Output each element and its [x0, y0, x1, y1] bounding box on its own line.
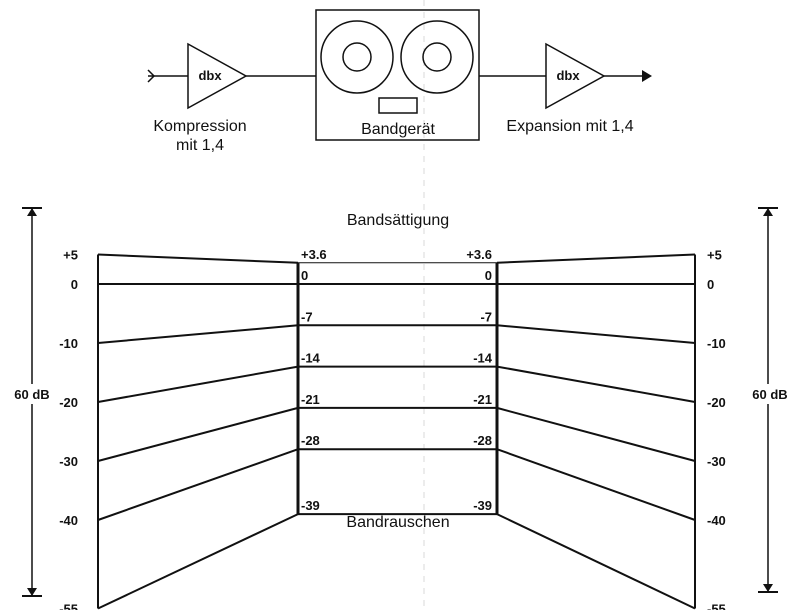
- outer-level-label-left: -40: [59, 513, 78, 528]
- compression-level-line: [97, 513, 299, 610]
- range-label-right: 60 dB: [752, 387, 787, 402]
- input-arrow-icon: [147, 69, 156, 83]
- outer-level-label-right: -40: [707, 513, 726, 528]
- expansion-level-line: [496, 448, 696, 521]
- range-left-arrow-up-icon: [27, 208, 37, 216]
- right-reel-icon: [400, 20, 474, 94]
- compressor-triangle-icon: [187, 42, 248, 110]
- expander-label: dbx: [556, 68, 580, 83]
- outer-level-label-right: -30: [707, 454, 726, 469]
- outer-level-label-right: +5: [707, 248, 722, 263]
- inner-level-label-left: -21: [301, 392, 320, 407]
- outer-level-label-right: -20: [707, 395, 726, 410]
- compressor-label: dbx: [198, 68, 222, 83]
- compression-level-line: [97, 448, 299, 521]
- right-reel-hub-icon: [422, 42, 452, 72]
- signal-chain: dbx Bandgerät dbx Kompression mit 1,4 Ex…: [147, 9, 652, 154]
- inner-level-label-left: -14: [301, 351, 321, 366]
- outer-level-label-right: -10: [707, 336, 726, 351]
- tape-caption: Bandgerät: [361, 121, 435, 138]
- tape-saturation-label: Bandsättigung: [347, 212, 449, 229]
- expansion-level-line: [496, 253, 696, 264]
- range-right-arrow-up-icon: [763, 208, 773, 216]
- range-left-arrow-down-icon: [27, 588, 37, 596]
- left-reel-icon: [320, 20, 394, 94]
- tape-noise-label: Bandrauschen: [346, 514, 449, 531]
- range-label-left-bg: [6, 384, 62, 404]
- outer-level-label-left: -55: [59, 602, 78, 610]
- left-reel-hub-icon: [342, 42, 372, 72]
- inner-level-label-right: -28: [473, 433, 492, 448]
- expansion-level-line: [496, 406, 696, 462]
- outer-level-label-right: 0: [707, 277, 714, 292]
- outer-level-label-left: -10: [59, 336, 78, 351]
- outer-level-label-left: -20: [59, 395, 78, 410]
- inner-level-label-right: +3.6: [466, 247, 492, 262]
- expander-triangle-icon: [545, 42, 606, 110]
- outer-level-label-left: +5: [63, 248, 78, 263]
- inner-level-label-left: 0: [301, 268, 308, 283]
- tape-recorder-box: [315, 9, 480, 141]
- inner-level-label-right: -21: [473, 392, 492, 407]
- expansion-level-line: [496, 324, 696, 344]
- inner-level-label-right: -14: [473, 351, 493, 366]
- output-arrow-icon: [642, 70, 652, 82]
- range-label-right-bg: [742, 384, 798, 404]
- outer-level-label-left: 0: [71, 277, 78, 292]
- inner-level-label-right: -39: [473, 498, 492, 513]
- compression-caption-line1: Kompression: [153, 118, 246, 135]
- tape-head-icon: [378, 97, 418, 114]
- inner-level-label-right: 0: [485, 268, 492, 283]
- expansion-caption: Expansion mit 1,4: [506, 118, 633, 135]
- inner-level-label-left: +3.6: [301, 247, 327, 262]
- outer-level-label-right: -55: [707, 602, 726, 610]
- expansion-level-line: [496, 513, 696, 610]
- compression-level-line: [97, 365, 299, 403]
- compression-caption-line2: mit 1,4: [176, 137, 224, 154]
- expansion-level-line: [496, 365, 696, 403]
- compression-level-line: [97, 406, 299, 462]
- compression-level-line: [97, 253, 299, 264]
- outer-level-label-left: -30: [59, 454, 78, 469]
- range-label-left: 60 dB: [14, 387, 49, 402]
- inner-level-label-left: -39: [301, 498, 320, 513]
- range-right-arrow-down-icon: [763, 584, 773, 592]
- inner-level-label-left: -28: [301, 433, 320, 448]
- inner-level-label-right: -7: [480, 309, 492, 324]
- compression-level-line: [97, 324, 299, 344]
- level-diagram: 60 dB 60 dB Bandsättigung Bandrauschen +…: [6, 207, 798, 610]
- inner-level-label-left: -7: [301, 309, 313, 324]
